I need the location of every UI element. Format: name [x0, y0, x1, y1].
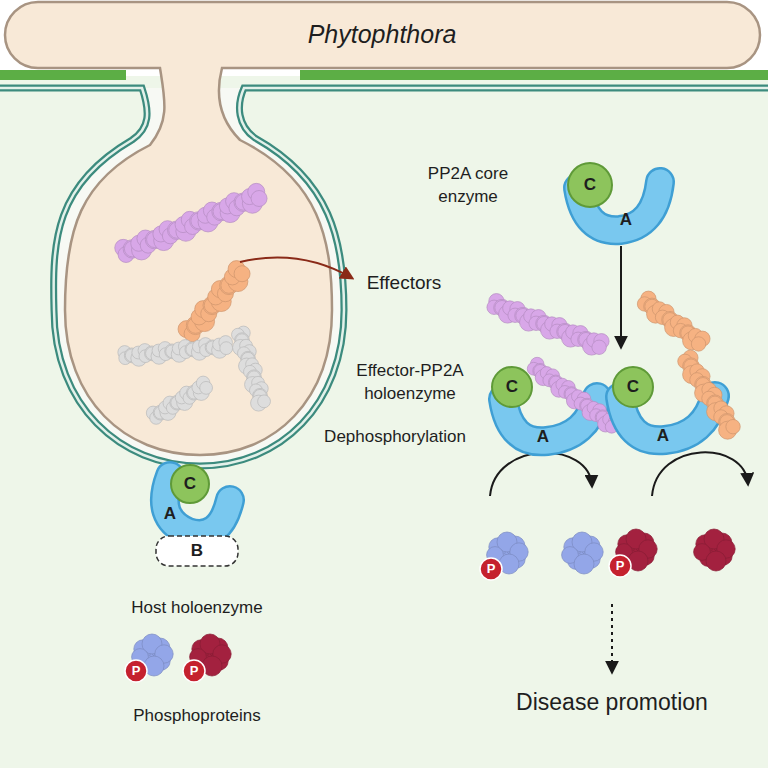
phospho-letter: P [616, 559, 625, 573]
process-label: Dephosphorylation [324, 426, 466, 449]
protein-bead [234, 266, 250, 282]
protein-bead [258, 395, 271, 408]
phosphoprotein-label: Phosphoproteins [133, 705, 261, 728]
protein-bead [706, 551, 726, 571]
effector-protein [178, 261, 250, 342]
phosphoprotein: P [606, 526, 662, 582]
b-subunit [156, 536, 238, 566]
subunit-letter: C [584, 176, 596, 195]
cell-wall [300, 70, 768, 80]
c-subunit [568, 163, 612, 207]
host-holoenzyme: CAB [150, 458, 245, 570]
protein-blob [562, 532, 604, 574]
protein-blob [694, 529, 736, 571]
effector-holoenzyme: CA [485, 355, 620, 460]
effector-protein [678, 350, 740, 439]
cell-wall [0, 70, 126, 80]
phospho-mark [480, 558, 502, 580]
pathogen-body [5, 2, 760, 455]
phospho-mark [183, 660, 205, 682]
node-shape [560, 158, 672, 240]
protein-bead [691, 337, 705, 351]
subunit-letter: C [506, 378, 518, 397]
phosphoprotein: P [122, 631, 178, 687]
phospho-letter: P [487, 562, 496, 576]
protein-bead [592, 340, 606, 354]
protein-bead [220, 342, 233, 355]
decoration [115, 183, 748, 672]
holoenzyme-label: Effector-PP2A holoenzyme [345, 360, 475, 406]
effector-protein [232, 326, 271, 411]
effector-protein [487, 294, 609, 356]
protein-bead [200, 381, 213, 394]
effector-holoenzyme: CA [605, 350, 745, 460]
c-subunit [171, 465, 209, 503]
organism-name: Phytophthora [308, 21, 457, 49]
effector-protein [118, 336, 233, 367]
subunit-letter: B [191, 542, 203, 561]
core-enzyme: CA [560, 158, 672, 240]
node-shape [122, 631, 178, 687]
reaction-arrow [652, 452, 748, 496]
reaction-arrow [490, 453, 592, 496]
subunit-letter: C [184, 475, 196, 494]
subunit-letter: A [537, 428, 549, 447]
effector-protein [637, 291, 710, 351]
phospho-letter: P [190, 664, 199, 678]
protein-bead [574, 554, 594, 574]
subunit-letter: C [627, 378, 639, 397]
phosphoprotein: P [477, 529, 533, 585]
host-enzyme-label: Host holoenzyme [131, 597, 262, 620]
protein-bead [251, 190, 267, 206]
effector-protein [115, 183, 267, 262]
outcome-arrow [611, 604, 613, 672]
effector-protein [146, 376, 212, 424]
node-shape [606, 526, 662, 582]
secretion-arrow [240, 258, 352, 278]
protein-bead [726, 419, 740, 433]
subunit-letter: A [620, 211, 632, 230]
node-shape [477, 529, 533, 585]
effector-label: Effectors [367, 270, 442, 296]
subunit-letter: A [164, 505, 176, 524]
phospho-mark [609, 555, 631, 577]
outcome-label: Disease promotion [516, 687, 708, 718]
node-shape [180, 631, 236, 687]
enzyme-label: PP2A core enzyme [418, 163, 518, 209]
phospho-letter: P [132, 664, 141, 678]
pathogen-band: Phytophthora [5, 2, 760, 68]
node-shape [485, 355, 620, 460]
subunit-letter: A [657, 427, 669, 446]
c-subunit [492, 367, 532, 407]
phospho-mark [125, 660, 147, 682]
phosphoprotein: P [180, 631, 236, 687]
c-subunit [613, 367, 653, 407]
assembly-arrow [620, 246, 622, 347]
node-shape [605, 350, 745, 460]
